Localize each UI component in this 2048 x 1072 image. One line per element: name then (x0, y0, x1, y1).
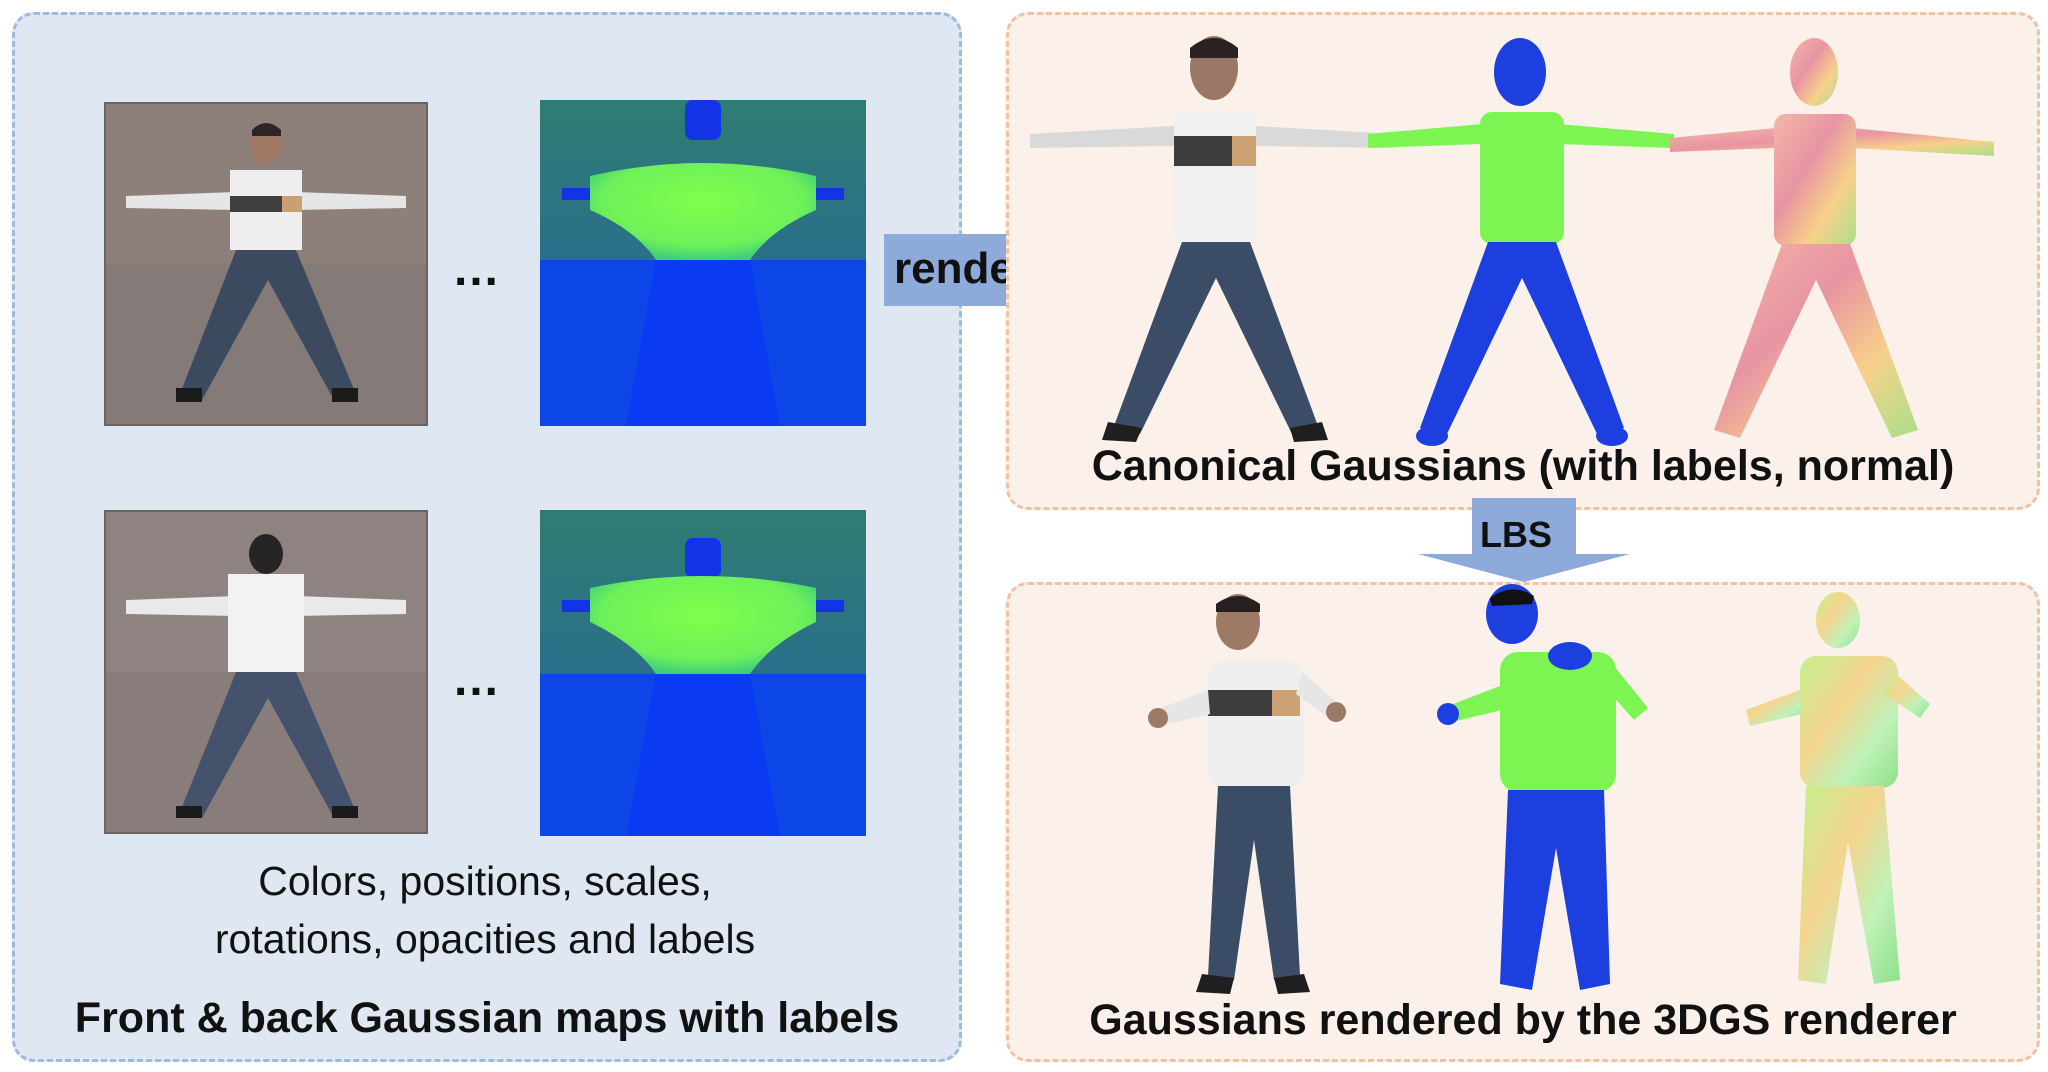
lbs-label: LBS (1480, 514, 1552, 555)
maps-description-line1: Colors, positions, scales, (258, 858, 712, 904)
ellipsis-bottom: … (452, 653, 504, 706)
maps-description-line2: rotations, opacities and labels (214, 916, 756, 962)
maps-panel-title: Front & back Gaussian maps with labels (74, 994, 900, 1042)
back-label-map (540, 510, 866, 836)
posed-textured-figure (1148, 594, 1346, 994)
posed-label-figure (1437, 584, 1648, 990)
canonical-textured-figure (1030, 36, 1394, 442)
canonical-panel-title: Canonical Gaussians (with labels, normal… (1091, 442, 1955, 490)
canonical-label-figure (1368, 38, 1674, 446)
ellipsis-top: … (452, 243, 504, 296)
canonical-normal-figure (1670, 38, 1994, 438)
maps-description: Colors, positions, scales, rotations, op… (100, 852, 870, 968)
lbs-arrow (1418, 498, 1630, 582)
front-color-map (104, 102, 428, 426)
back-color-map (104, 510, 428, 834)
rendered-panel-title: Gaussians rendered by the 3DGS renderer (1089, 996, 1957, 1044)
posed-normal-figure (1746, 592, 1930, 984)
front-label-map (540, 100, 866, 426)
